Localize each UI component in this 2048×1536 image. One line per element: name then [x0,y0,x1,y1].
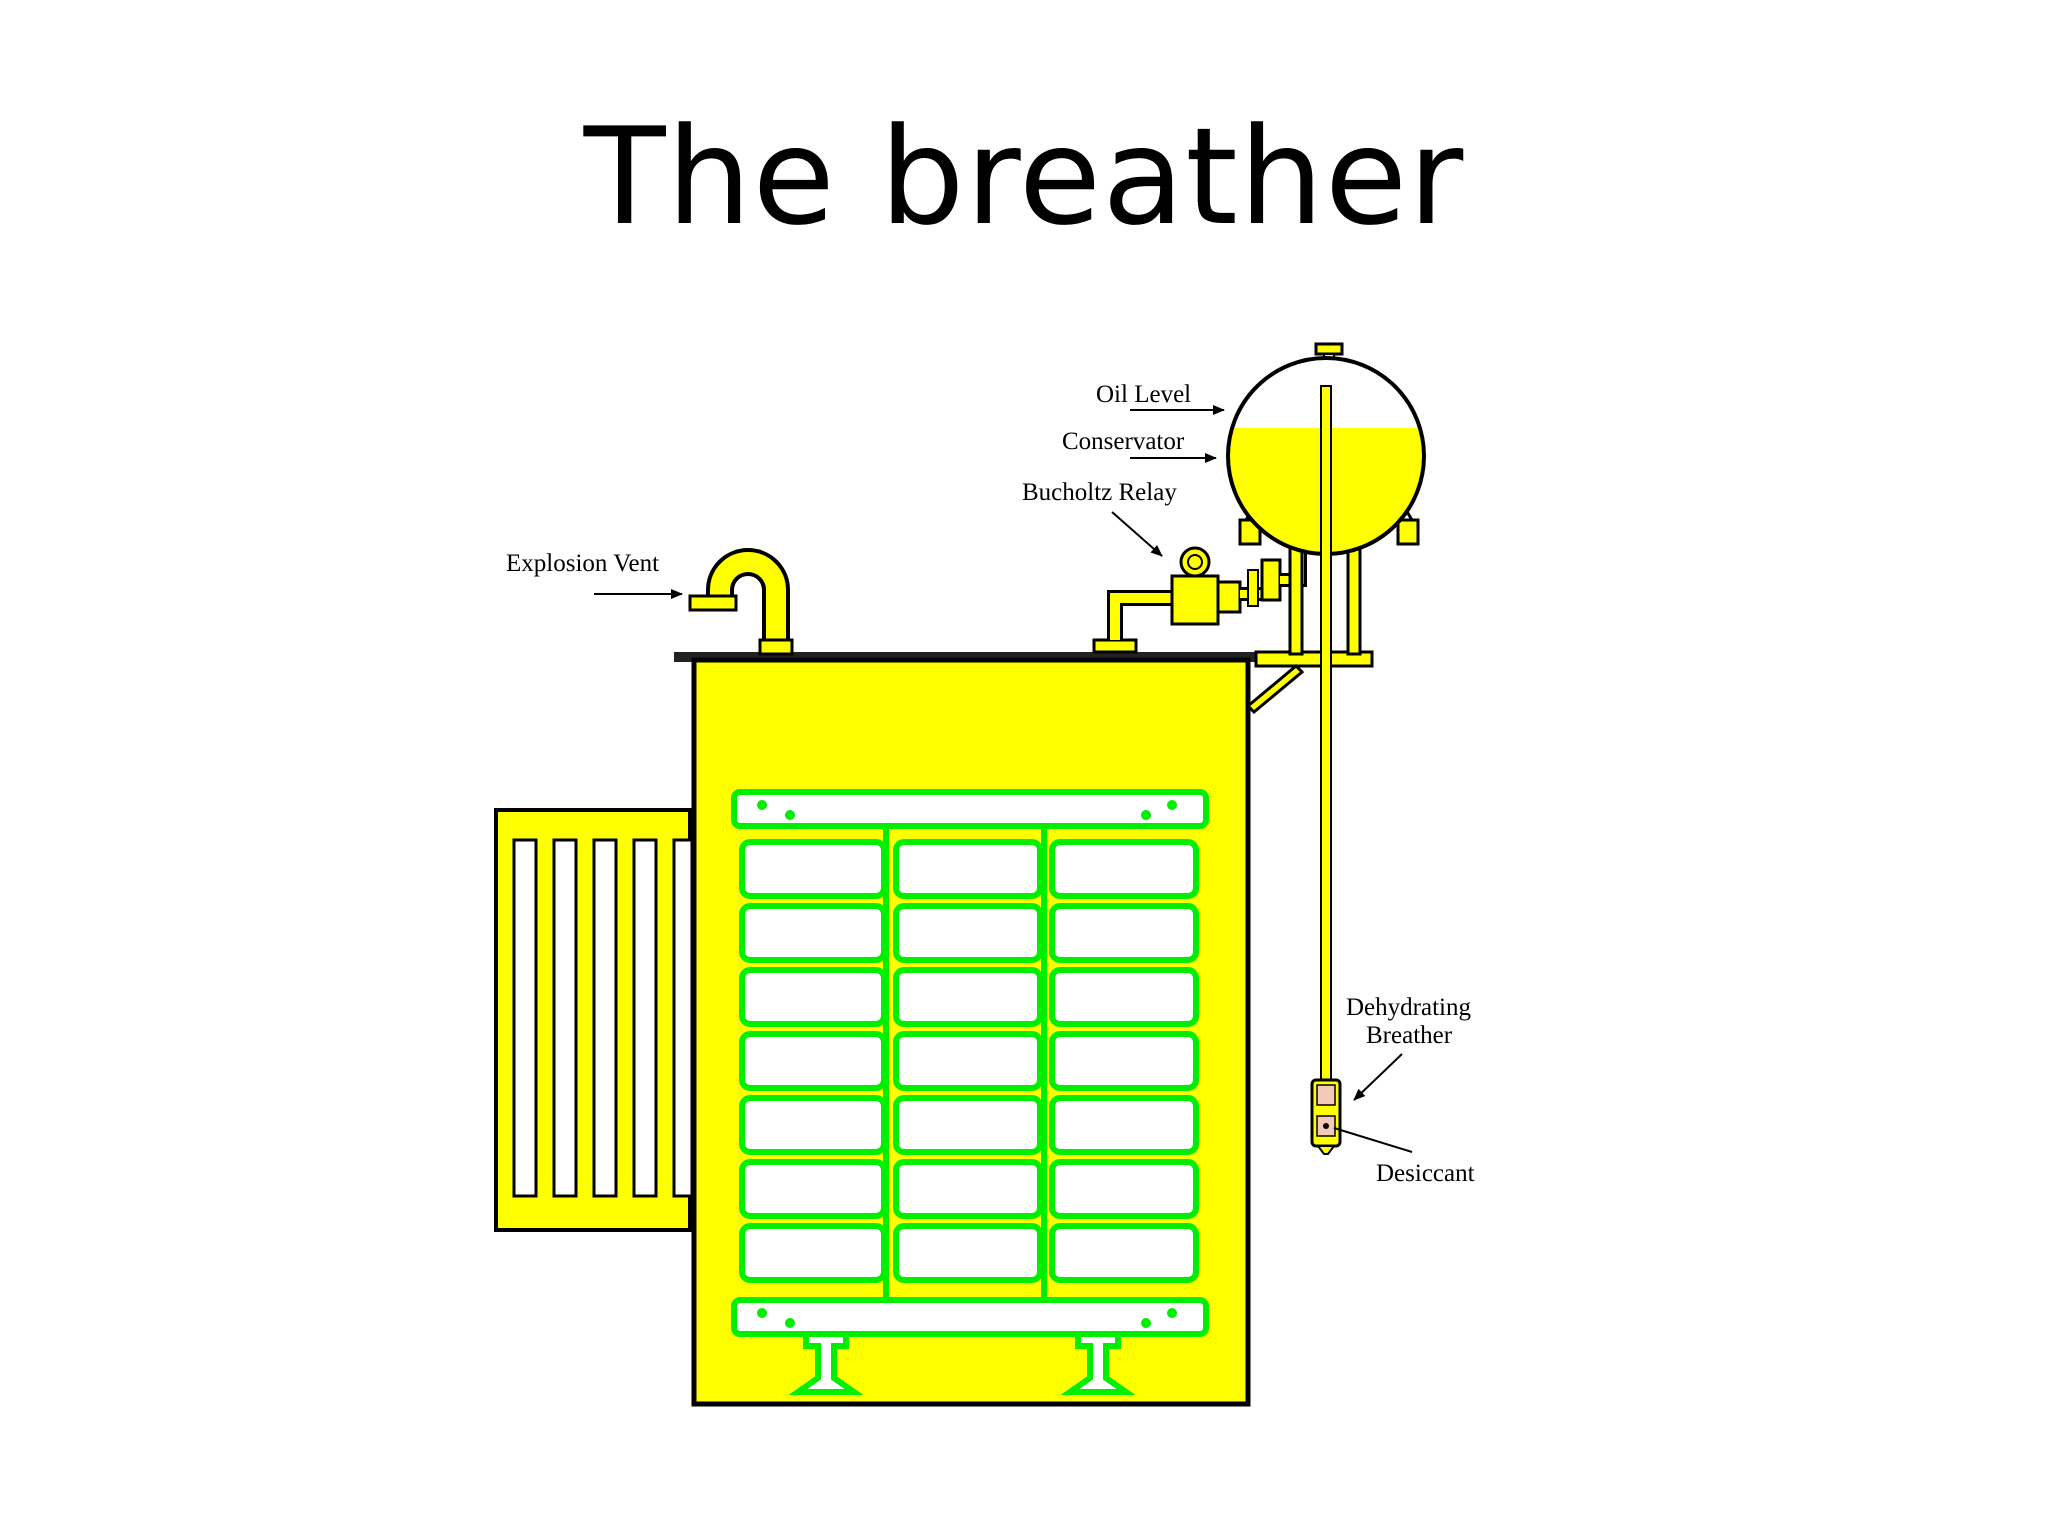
radiator [494,808,694,1232]
dehydrating-breather [1310,385,1342,1155]
label-bucholtz-relay: Bucholtz Relay [1022,479,1177,506]
label-explosion-vent: Explosion Vent [506,550,659,577]
leader-arrows [594,405,1413,1153]
label-oil-level: Oil Level [1096,381,1191,408]
label-breather: Breather [1366,1022,1453,1049]
bucholtz-relay-arrow [1111,511,1163,557]
main-tank [674,652,1264,1407]
label-conservator: Conservator [1062,428,1185,455]
explosion-vent [688,548,794,656]
dehydrating-breather-arrow [1353,1053,1403,1101]
label-dehydrating: Dehydrating [1346,994,1471,1021]
label-desiccant: Desiccant [1376,1160,1475,1187]
desiccant-leader [1333,1127,1413,1153]
core-and-windings [731,789,1209,1395]
bucholtz-relay [1092,546,1307,654]
slide-title: The breather [583,99,1465,255]
